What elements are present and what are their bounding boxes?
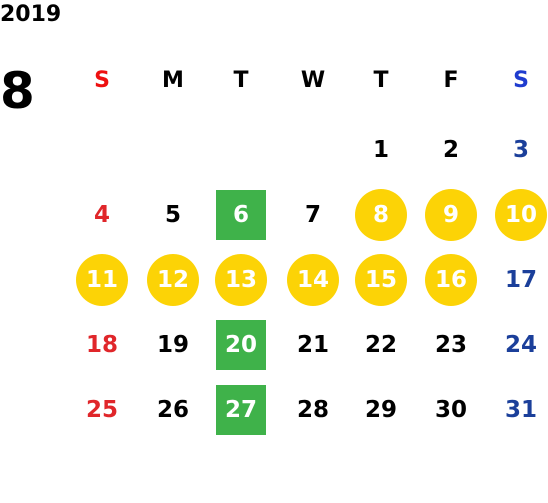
month-label: 8 [0,62,35,120]
day-number: 2 [442,137,459,163]
day-number-circle-highlight: 14 [287,254,339,306]
day-number-circle-highlight: 16 [425,254,477,306]
weekday-header: W [300,67,326,93]
day-cell[interactable]: 3 [493,122,548,178]
day-number: 22 [364,332,397,358]
day-cell[interactable]: 25 [74,382,130,438]
day-number-circle-highlight: 11 [76,254,128,306]
day-number-circle-highlight: 13 [215,254,267,306]
weekday-header: T [233,67,249,93]
day-number: 28 [296,397,329,423]
day-cell[interactable]: 20 [213,317,269,373]
day-cell[interactable]: 4 [74,187,130,243]
weekday-header: S [94,67,110,93]
day-number: 18 [85,332,118,358]
day-number: 24 [504,332,537,358]
day-cell[interactable]: 5 [145,187,201,243]
day-number-circle-highlight: 10 [495,189,547,241]
day-number: 23 [434,332,467,358]
day-cell[interactable]: 17 [493,252,548,308]
day-cell[interactable]: 24 [493,317,548,373]
day-cell[interactable]: 6 [213,187,269,243]
day-cell[interactable]: 7 [285,187,341,243]
day-number: 19 [156,332,189,358]
weekday-header: M [162,67,184,93]
day-cell[interactable]: 23 [423,317,479,373]
day-cell[interactable]: 10 [493,187,548,243]
year-label: 2019 [0,2,62,27]
day-number: 29 [364,397,397,423]
day-number: 1 [372,137,389,163]
day-number: 4 [93,202,110,228]
day-cell[interactable]: 28 [285,382,341,438]
day-cell[interactable]: 16 [423,252,479,308]
day-cell[interactable]: 22 [353,317,409,373]
day-cell[interactable]: 9 [423,187,479,243]
day-cell[interactable]: 12 [145,252,201,308]
day-cell[interactable]: 29 [353,382,409,438]
weekday-header: T [373,67,389,93]
day-cell[interactable]: 19 [145,317,201,373]
day-number: 31 [504,397,537,423]
day-cell[interactable]: 13 [213,252,269,308]
day-number: 7 [304,202,321,228]
day-cell[interactable]: 11 [74,252,130,308]
day-number-circle-highlight: 9 [425,189,477,241]
day-number: 21 [296,332,329,358]
day-cell[interactable]: 2 [423,122,479,178]
day-number: 25 [85,397,118,423]
day-cell[interactable]: 8 [353,187,409,243]
day-cell[interactable]: 30 [423,382,479,438]
day-number-circle-highlight: 8 [355,189,407,241]
day-number-square-highlight: 20 [216,320,266,370]
day-cell[interactable]: 18 [74,317,130,373]
day-cell[interactable]: 14 [285,252,341,308]
day-number: 30 [434,397,467,423]
day-number: 26 [156,397,189,423]
day-number-circle-highlight: 12 [147,254,199,306]
day-number-square-highlight: 27 [216,385,266,435]
day-number: 17 [504,267,537,293]
day-number-square-highlight: 6 [216,190,266,240]
day-cell[interactable]: 15 [353,252,409,308]
day-cell[interactable]: 27 [213,382,269,438]
day-cell[interactable]: 1 [353,122,409,178]
day-number: 5 [164,202,181,228]
day-cell[interactable]: 26 [145,382,201,438]
day-number-circle-highlight: 15 [355,254,407,306]
day-cell[interactable]: 31 [493,382,548,438]
day-cell[interactable]: 21 [285,317,341,373]
weekday-header: F [443,67,459,93]
weekday-header: S [513,67,529,93]
day-number: 3 [512,137,529,163]
